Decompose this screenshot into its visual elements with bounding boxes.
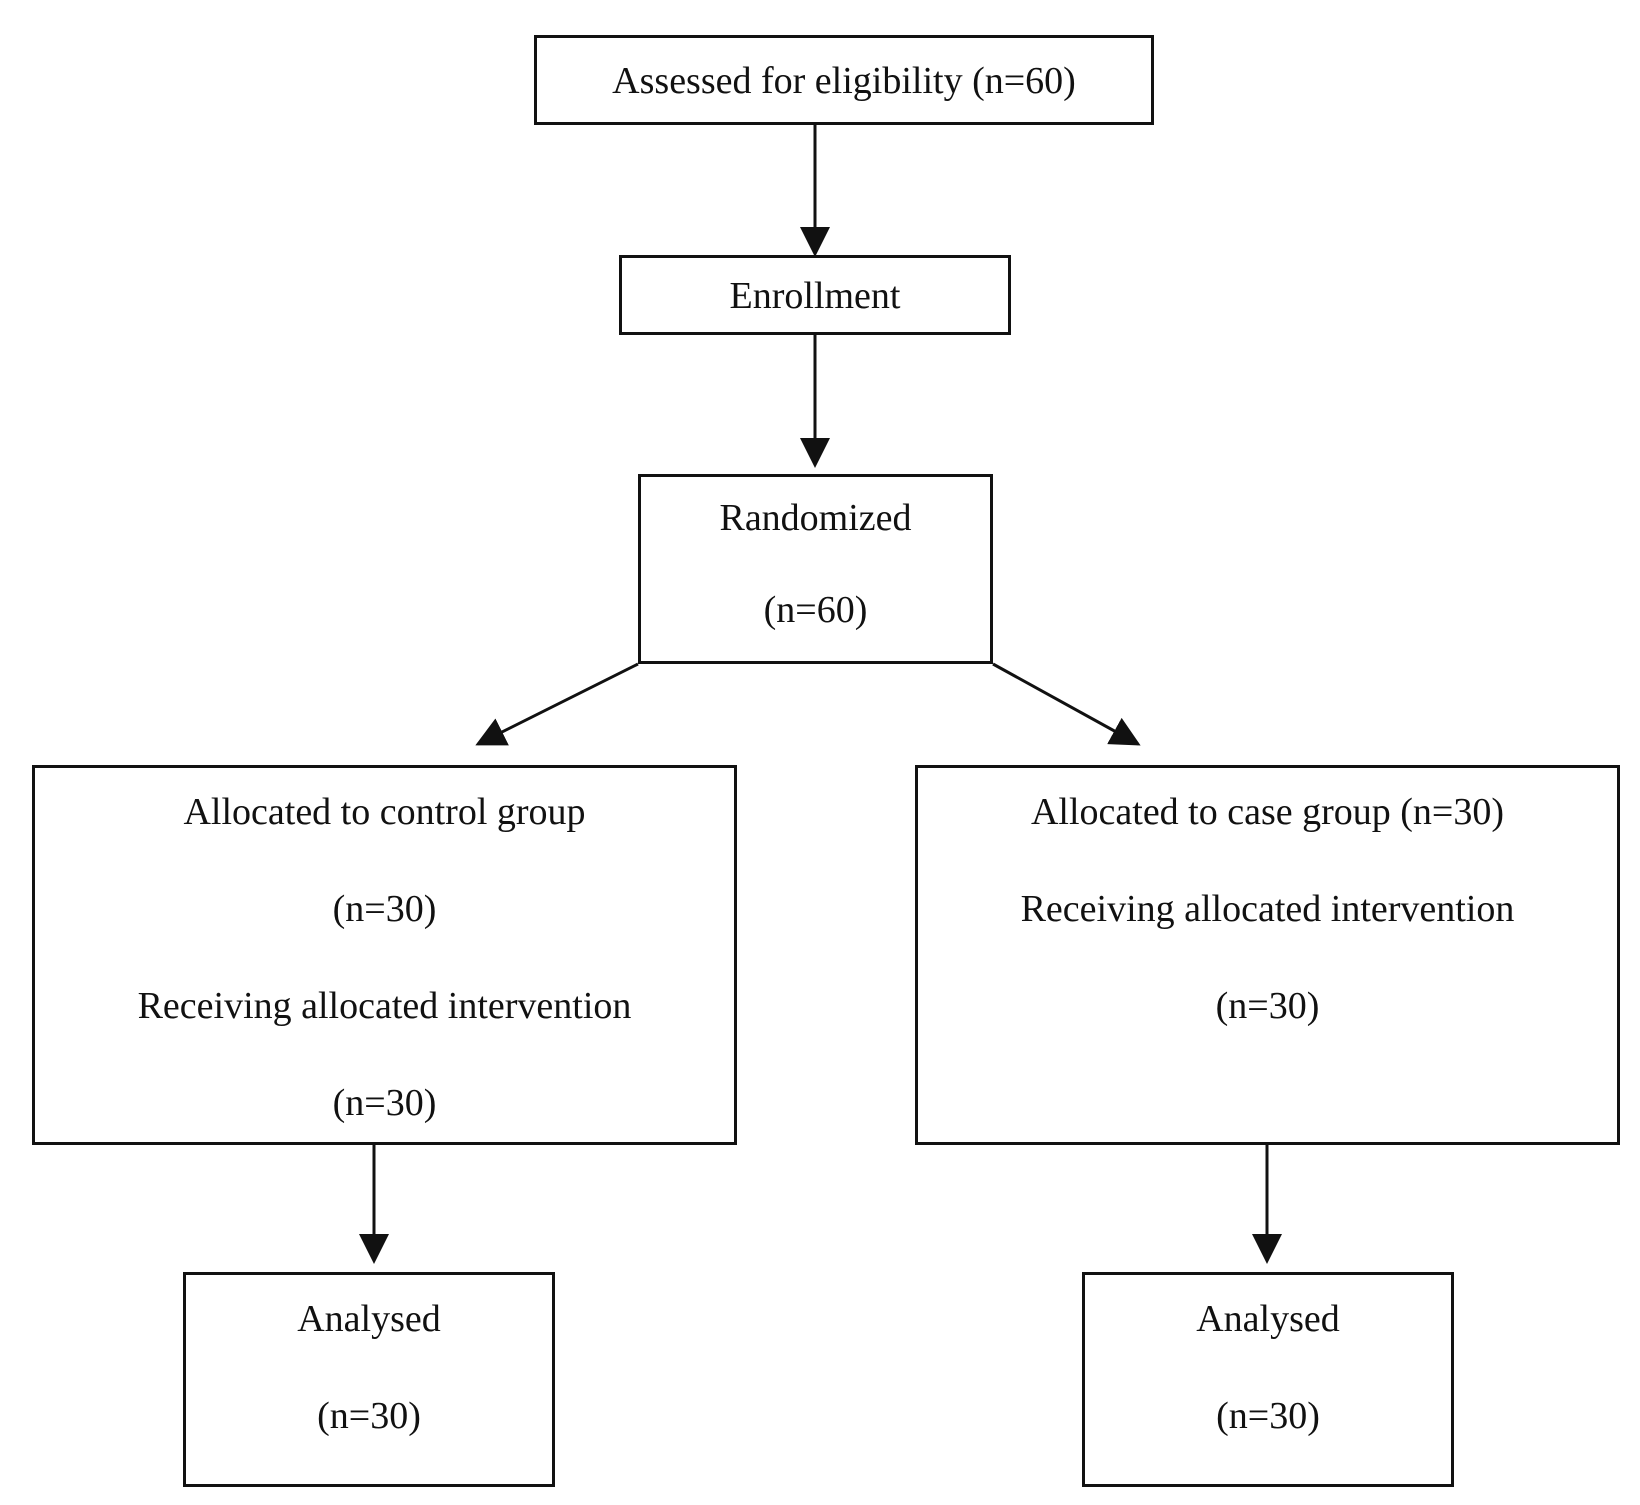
analysed-case-label: Analysed (1196, 1298, 1340, 1340)
assessed-eligibility-text: Assessed for eligibility (n=60) (612, 60, 1076, 102)
case-group-box: Allocated to case group (n=30) Receiving… (915, 765, 1620, 1145)
case-intervention-count: (n=30) (1215, 985, 1320, 1027)
randomized-box: Randomized (n=60) (638, 474, 993, 664)
control-group-count: (n=30) (332, 888, 437, 930)
case-group-label: Allocated to case group (n=30) (1030, 791, 1505, 833)
control-group-label: Allocated to control group (183, 791, 586, 833)
arrow-randomized-to-case (992, 662, 1141, 746)
analysed-case-count: (n=30) (1216, 1395, 1320, 1437)
analysed-control-count: (n=30) (317, 1395, 421, 1437)
analysed-control-label: Analysed (297, 1298, 441, 1340)
case-intervention-label: Receiving allocated intervention (1020, 888, 1515, 930)
randomized-count: (n=60) (763, 589, 868, 631)
control-group-box: Allocated to control group (n=30) Receiv… (32, 765, 737, 1145)
control-intervention-count: (n=30) (332, 1082, 437, 1124)
analysed-control-box: Analysed (n=30) (183, 1272, 555, 1487)
assessed-eligibility-box: Assessed for eligibility (n=60) (534, 35, 1154, 125)
randomized-label: Randomized (719, 497, 912, 539)
arrow-randomized-to-control (475, 662, 639, 746)
enrollment-text: Enrollment (729, 275, 901, 317)
analysed-case-box: Analysed (n=30) (1082, 1272, 1454, 1487)
control-intervention-label: Receiving allocated intervention (137, 985, 632, 1027)
enrollment-box: Enrollment (619, 255, 1011, 335)
